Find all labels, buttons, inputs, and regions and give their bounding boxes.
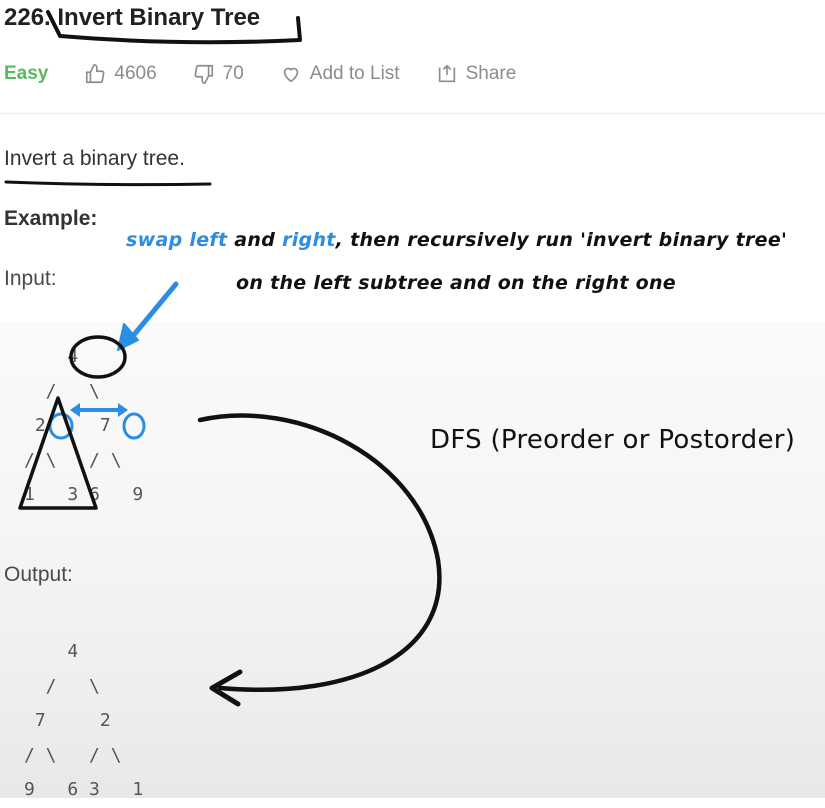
annotation-and-word: and <box>234 229 276 251</box>
description-underline-stroke <box>4 180 212 187</box>
share-button[interactable]: Share <box>436 63 517 85</box>
header-divider <box>0 113 825 114</box>
heart-icon <box>283 67 299 83</box>
example-code-block: 4 / \ 2 7 / \ / \ 1 3 6 9 4 / \ 7 2 / \ … <box>0 322 825 800</box>
add-to-list-label: Add to List <box>309 63 400 84</box>
thumbs-up-icon <box>86 64 105 84</box>
like-count: 4606 <box>114 63 157 84</box>
annotation-right-word: right <box>282 229 336 251</box>
annotation-left-word: left <box>189 229 228 251</box>
input-label: Input: <box>4 267 57 290</box>
annotation-dfs-note: DFS (Preorder or Postorder) <box>430 425 796 455</box>
share-label: Share <box>465 63 517 84</box>
difficulty-badge: Easy <box>4 63 49 84</box>
output-tree-ascii: 4 / \ 7 2 / \ / \ 9 6 3 1 <box>24 641 144 800</box>
annotation-line1-rest: , then recursively run 'invert binary tr… <box>335 229 788 251</box>
input-tree-ascii: 4 / \ 2 7 / \ / \ 1 3 6 9 <box>24 346 144 505</box>
problem-title: 226. Invert Binary Tree <box>4 4 261 31</box>
dislike-button[interactable]: 70 <box>193 63 244 85</box>
annotation-swap-note: swap left and right, then recursively ru… <box>126 229 787 251</box>
annotation-swap-word: swap <box>126 229 183 251</box>
dislike-count: 70 <box>222 63 244 84</box>
problem-meta-bar: Easy 4606 70 Add to List Share <box>4 60 552 88</box>
output-label: Output: <box>4 563 73 586</box>
problem-description: Invert a binary tree. <box>4 147 185 170</box>
share-icon <box>438 64 455 83</box>
example-heading: Example: <box>4 207 98 230</box>
thumbs-down-icon <box>194 64 213 84</box>
annotation-subtree-note: on the left subtree and on the right one <box>236 272 676 294</box>
add-to-list-button[interactable]: Add to List <box>280 63 400 85</box>
like-button[interactable]: 4606 <box>84 63 157 85</box>
